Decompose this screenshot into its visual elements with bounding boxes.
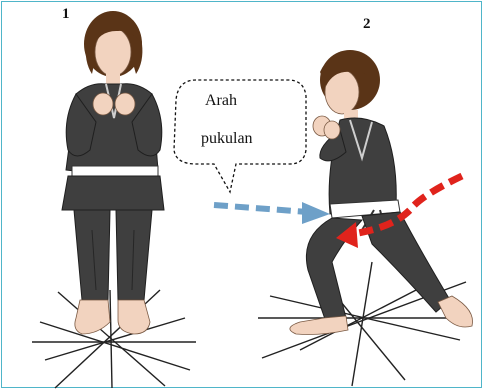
ground-lines-right bbox=[258, 262, 472, 386]
callout-text-line1: Arah bbox=[205, 93, 237, 109]
figure-1-standing bbox=[62, 11, 164, 334]
figure-2-lunge bbox=[290, 50, 473, 335]
ground-lines-left bbox=[32, 290, 196, 388]
figure-1-label: 1 bbox=[62, 6, 70, 23]
figure-2-label: 2 bbox=[363, 16, 371, 33]
callout-text-line2: pukulan bbox=[201, 131, 253, 147]
blue-direction-arrow bbox=[214, 202, 330, 224]
